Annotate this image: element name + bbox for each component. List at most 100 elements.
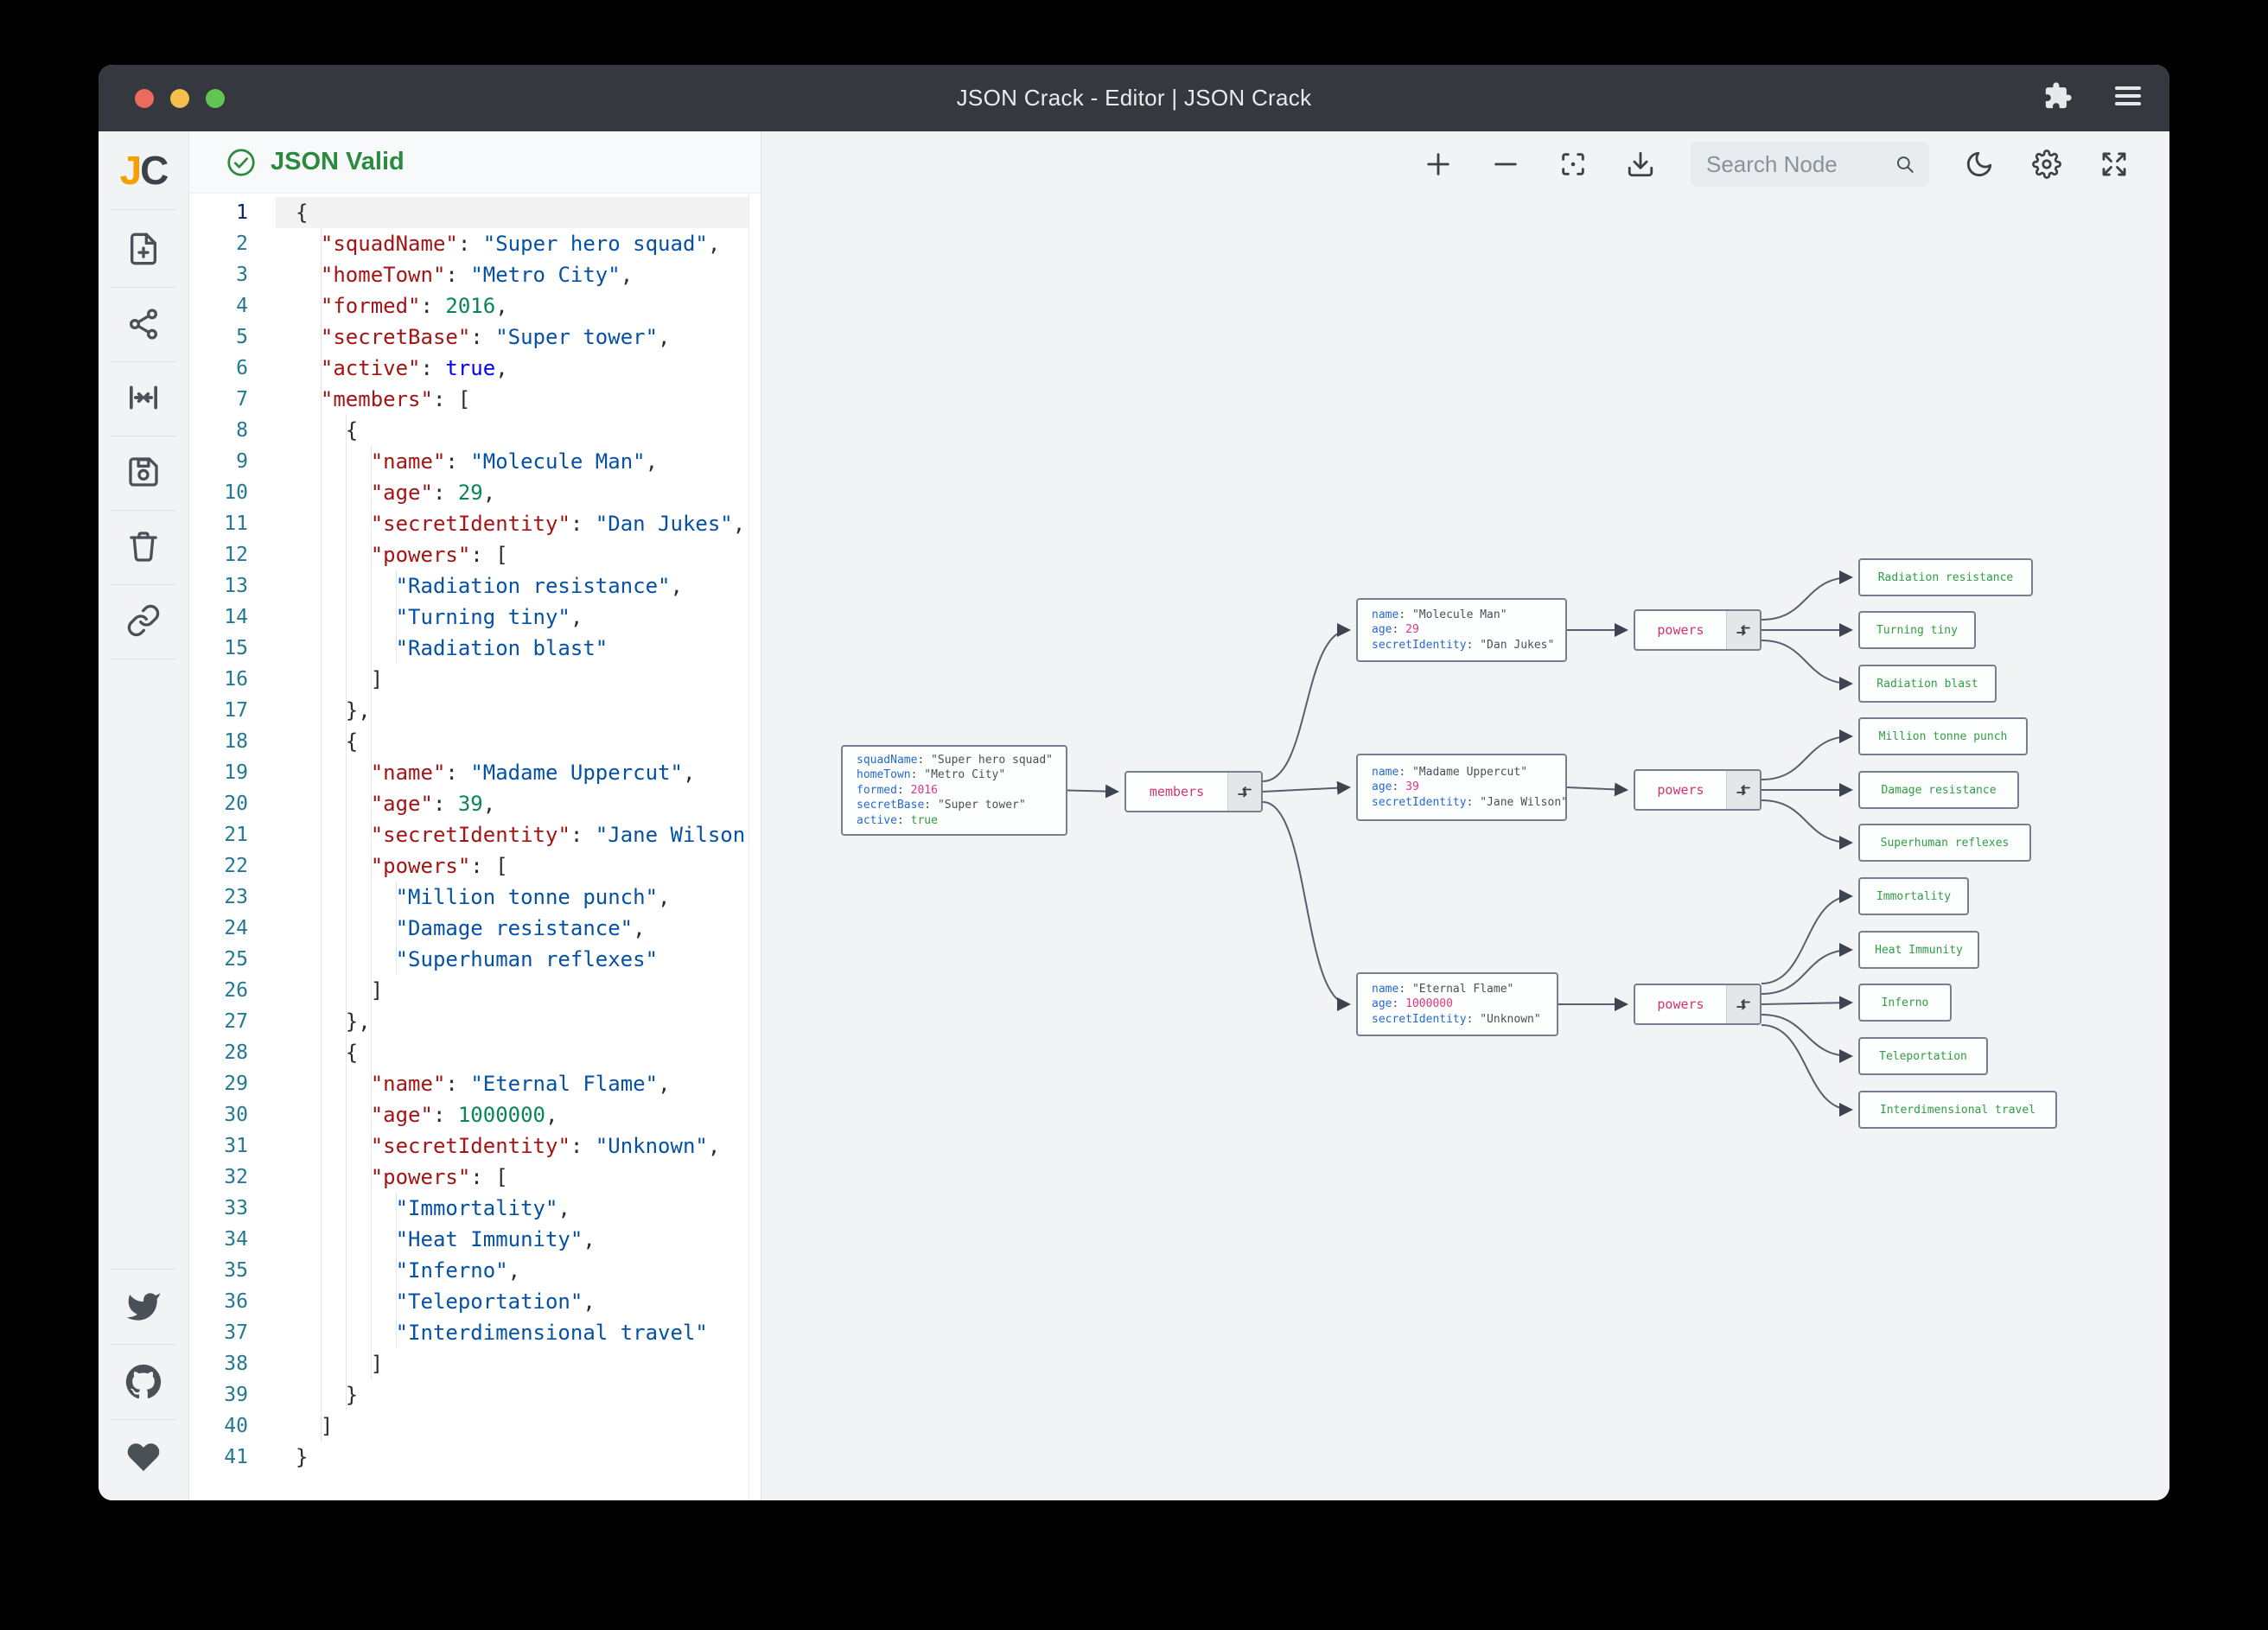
logo-jsoncrack[interactable]: JC xyxy=(119,148,169,193)
code-line[interactable]: 8 { xyxy=(189,415,749,446)
code-line[interactable]: 6 "active": true, xyxy=(189,353,749,384)
code-line[interactable]: 39 } xyxy=(189,1379,749,1410)
new-file-icon xyxy=(131,232,156,265)
root-node[interactable]: squadName: "Super hero squad"homeTown: "… xyxy=(841,745,1067,836)
code-line[interactable]: 2 "squadName": "Super hero squad", xyxy=(189,228,749,259)
code-line[interactable]: 16 ] xyxy=(189,664,749,695)
collapse-node-icon[interactable] xyxy=(1726,611,1760,649)
minus-icon xyxy=(1494,162,1517,166)
leaf-node[interactable]: Million tonne punch xyxy=(1858,717,2028,755)
code-line[interactable]: 5 "secretBase": "Super tower", xyxy=(189,322,749,353)
leaf-node[interactable]: Interdimensional travel xyxy=(1858,1091,2057,1129)
leaf-node[interactable]: Turning tiny xyxy=(1858,611,1976,649)
code-line[interactable]: 13 "Radiation resistance", xyxy=(189,570,749,602)
code-line[interactable]: 32 "powers": [ xyxy=(189,1162,749,1193)
code-line[interactable]: 9 "name": "Molecule Man", xyxy=(189,446,749,477)
code-line[interactable]: 21 "secretIdentity": "Jane Wilson", xyxy=(189,819,749,850)
code-line[interactable]: 28 { xyxy=(189,1037,749,1068)
line-number: 20 xyxy=(224,793,248,815)
zoom-button[interactable] xyxy=(206,88,225,108)
share-link-button[interactable] xyxy=(119,596,168,645)
indent-guide xyxy=(396,1193,397,1348)
graph-canvas[interactable]: squadName: "Super hero squad"homeTown: "… xyxy=(761,131,2169,1500)
leaf-node[interactable]: Radiation blast xyxy=(1858,665,1997,703)
line-number: 16 xyxy=(224,668,248,691)
fullscreen-button[interactable] xyxy=(2097,147,2131,181)
leaf-node[interactable]: Radiation resistance xyxy=(1858,558,2033,596)
code-line[interactable]: 24 "Damage resistance", xyxy=(189,913,749,944)
collapse-node-icon[interactable] xyxy=(1726,985,1760,1023)
code-line[interactable]: 17 }, xyxy=(189,695,749,726)
leaf-node[interactable]: Damage resistance xyxy=(1858,771,2019,809)
leaf-node[interactable]: Heat Immunity xyxy=(1858,931,1979,969)
menu-icon[interactable] xyxy=(2112,83,2144,113)
code-line[interactable]: 36 "Teleportation", xyxy=(189,1286,749,1317)
code-line[interactable]: 22 "powers": [ xyxy=(189,850,749,882)
graph-edge xyxy=(1761,1024,1853,1117)
code-line[interactable]: 11 "secretIdentity": "Dan Jukes", xyxy=(189,508,749,539)
graph-view-button[interactable] xyxy=(119,300,168,348)
github-button[interactable] xyxy=(119,1358,168,1406)
members-array-node[interactable]: members xyxy=(1124,771,1263,812)
powers-array-node[interactable]: powers xyxy=(1634,769,1762,811)
code-line[interactable]: 25 "Superhuman reflexes" xyxy=(189,944,749,975)
save-button[interactable] xyxy=(119,448,168,496)
leaf-node[interactable]: Inferno xyxy=(1858,984,1952,1022)
code-line[interactable]: 26 ] xyxy=(189,975,749,1006)
settings-button[interactable] xyxy=(2029,147,2064,181)
code-line[interactable]: 31 "secretIdentity": "Unknown", xyxy=(189,1130,749,1162)
code-line[interactable]: 34 "Heat Immunity", xyxy=(189,1224,749,1255)
leaf-node[interactable]: Teleportation xyxy=(1858,1037,1988,1075)
code-line[interactable]: 14 "Turning tiny", xyxy=(189,602,749,633)
leaf-node[interactable]: Immortality xyxy=(1858,877,1969,915)
powers-array-node[interactable]: powers xyxy=(1634,609,1762,651)
code-line[interactable]: 41} xyxy=(189,1442,749,1473)
code-line[interactable]: 35 "Inferno", xyxy=(189,1255,749,1286)
collapse-button[interactable] xyxy=(119,373,168,422)
code-line[interactable]: 23 "Million tonne punch", xyxy=(189,882,749,913)
powers-array-node[interactable]: powers xyxy=(1634,984,1762,1025)
zoom-in-button[interactable] xyxy=(1421,147,1456,181)
sponsor-button[interactable] xyxy=(119,1433,168,1481)
code-line[interactable]: 12 "powers": [ xyxy=(189,539,749,570)
download-button[interactable] xyxy=(1623,147,1658,181)
code-line[interactable]: 27 }, xyxy=(189,1006,749,1037)
zoom-out-button[interactable] xyxy=(1488,147,1523,181)
code-line[interactable]: 33 "Immortality", xyxy=(189,1193,749,1224)
code-line[interactable]: 29 "name": "Eternal Flame", xyxy=(189,1068,749,1099)
collapse-node-icon[interactable] xyxy=(1726,771,1760,809)
new-file-button[interactable] xyxy=(119,225,168,273)
code-line[interactable]: 19 "name": "Madame Uppercut", xyxy=(189,757,749,788)
code-line[interactable]: 18 { xyxy=(189,726,749,757)
code-line[interactable]: 3 "homeTown": "Metro City", xyxy=(189,259,749,290)
code-line[interactable]: 4 "formed": 2016, xyxy=(189,290,749,322)
code-line[interactable]: 1{ xyxy=(189,197,749,228)
search-node-input[interactable] xyxy=(1704,150,1887,179)
focus-icon xyxy=(1562,153,1584,175)
delete-button[interactable] xyxy=(119,522,168,570)
code-line[interactable]: 10 "age": 29, xyxy=(189,477,749,508)
minimize-button[interactable] xyxy=(170,88,189,108)
dark-mode-button[interactable] xyxy=(1962,147,1997,181)
code-line[interactable]: 15 "Radiation blast" xyxy=(189,633,749,664)
close-button[interactable] xyxy=(135,88,154,108)
code-line[interactable]: 20 "age": 39, xyxy=(189,788,749,819)
collapse-node-icon[interactable] xyxy=(1227,773,1261,811)
line-number: 10 xyxy=(224,481,248,504)
line-number: 21 xyxy=(224,824,248,846)
leaf-node[interactable]: Superhuman reflexes xyxy=(1858,824,2031,862)
code-line[interactable]: 40 ] xyxy=(189,1410,749,1442)
code-editor[interactable]: 1{2 "squadName": "Super hero squad",3 "h… xyxy=(189,194,749,1500)
code-line[interactable]: 7 "members": [ xyxy=(189,384,749,415)
twitter-button[interactable] xyxy=(119,1283,168,1331)
line-number: 26 xyxy=(224,979,248,1002)
center-view-button[interactable] xyxy=(1556,147,1590,181)
code-line[interactable]: 37 "Interdimensional travel" xyxy=(189,1317,749,1348)
editor-scrollbar[interactable] xyxy=(749,194,761,1500)
code-line[interactable]: 30 "age": 1000000, xyxy=(189,1099,749,1130)
extension-icon[interactable] xyxy=(2043,81,2073,115)
code-line[interactable]: 38 ] xyxy=(189,1348,749,1379)
